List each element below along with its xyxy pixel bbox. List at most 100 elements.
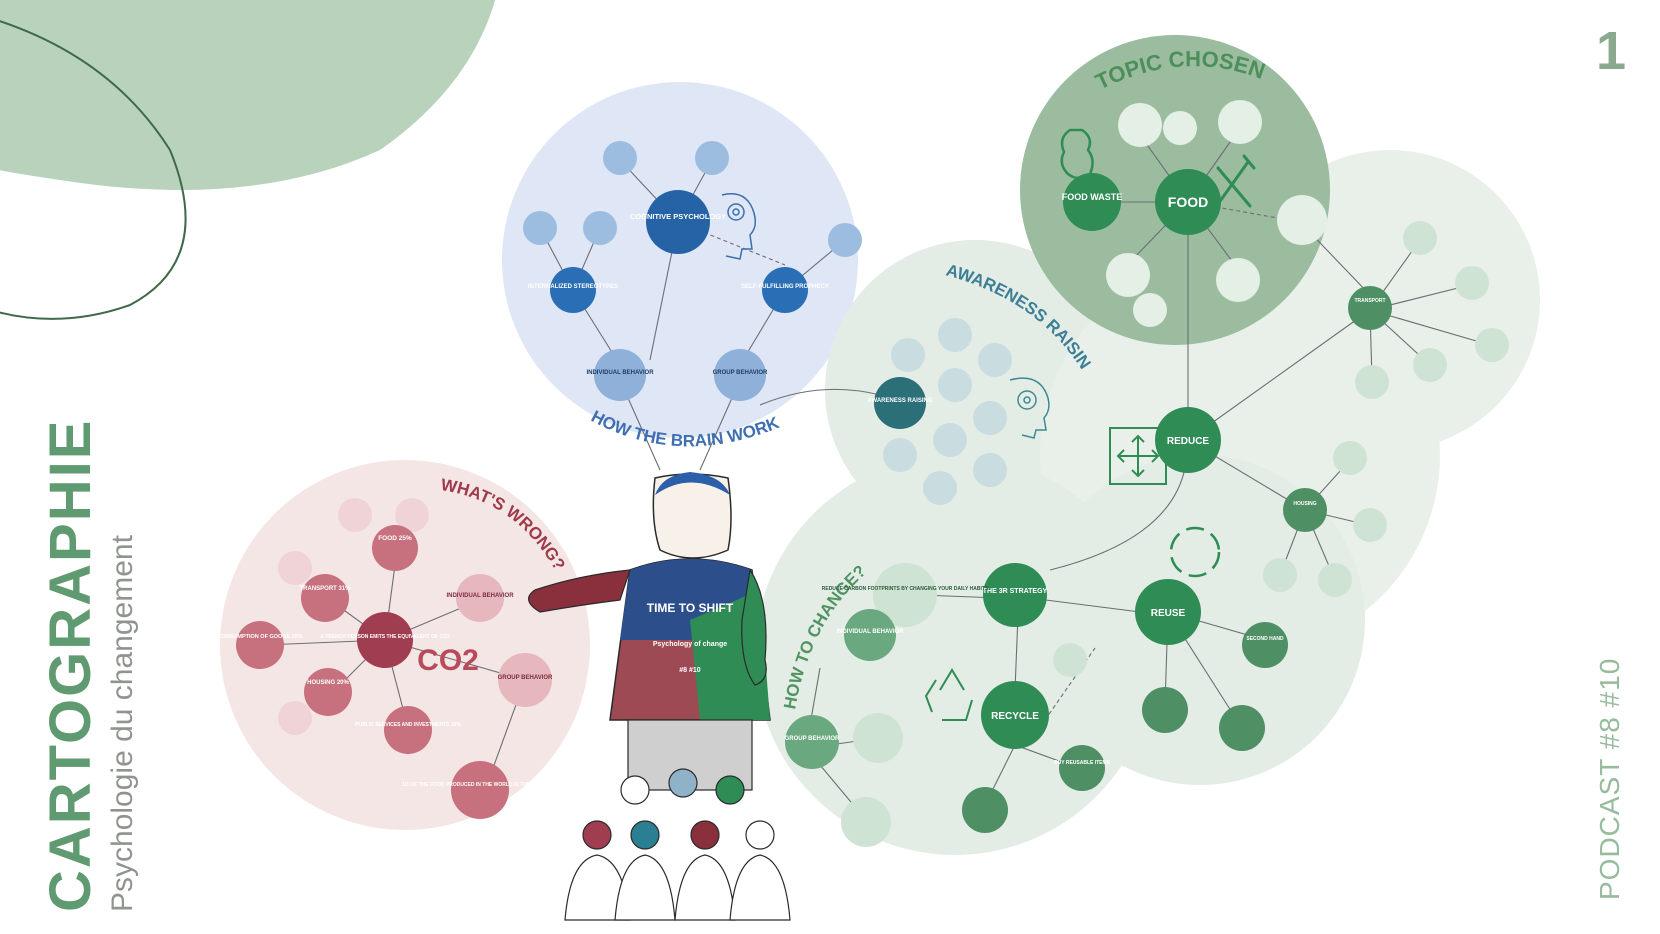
recycle-icon — [924, 668, 973, 721]
awareness-leaf-node — [933, 423, 967, 457]
brain-individual-behavior-node — [594, 349, 646, 401]
reuse-node — [1135, 579, 1201, 645]
cognitive-psychology-node — [646, 190, 710, 254]
reduce-label: REDUCE — [1167, 436, 1210, 447]
recycle-node — [981, 681, 1049, 749]
topic-leaf-node — [1218, 100, 1262, 144]
self-fulfilling-prophecy-label: SELF-FULFILLING PROPHECY — [741, 284, 829, 290]
decorative-blob — [0, 0, 496, 320]
wrong-individual-behavior-label: INDIVIDUAL BEHAVIOR — [446, 593, 514, 599]
strategy-leaf-node — [1355, 365, 1389, 399]
side-subtitle: Psychologie du changement — [106, 535, 139, 912]
brain-group-behavior-node — [714, 349, 766, 401]
housing-label: HOUSING — [1293, 501, 1316, 507]
wrong-individual-behavior-node — [456, 574, 504, 622]
awareness-nodes: AWARENESS RAISING — [867, 318, 1050, 505]
food-waste-label: FOOD WASTE — [1062, 192, 1123, 202]
brain-leaf-node — [603, 141, 637, 175]
recycle-label: RECYCLE — [991, 711, 1039, 722]
brain-leaf-node — [695, 141, 729, 175]
change-individual-behavior-node — [844, 609, 896, 661]
reuse-leaf-node — [1142, 687, 1188, 733]
co2-center-label: A FRENCH PERSON EMITS THE EQUIVALENT OF … — [320, 634, 450, 640]
strategy-leaf-node — [1263, 558, 1297, 592]
consumption-20-label: CONSUMPTION OF GOODS 20% — [218, 634, 303, 640]
brain-leaf-node — [523, 211, 557, 245]
strategy-leaf-node — [1353, 508, 1387, 542]
strategy-leaf-node — [1333, 441, 1367, 475]
brain-group-behavior-label: GROUP BEHAVIOR — [713, 370, 768, 376]
transport-node — [1348, 286, 1392, 330]
mascot-title: TIME TO SHIFT — [647, 601, 734, 615]
topic-leaf-node — [1106, 253, 1150, 297]
change-individual-behavior-label: INDIVIDUAL BEHAVIOR — [836, 629, 904, 635]
reuse-leaf-node — [1219, 705, 1265, 751]
recycle-leaf-node — [962, 787, 1008, 833]
podcast-label: PODCAST #8 #10 — [1594, 657, 1625, 900]
strategy-leaf-node — [1475, 328, 1509, 362]
buy-reusable-label: BUY REUSABLE ITEMS — [1054, 760, 1111, 766]
co2-label: CO2 — [417, 644, 479, 677]
self-fulfilling-prophecy-node — [762, 267, 808, 313]
wrong-group-behavior-label: GROUP BEHAVIOR — [498, 675, 553, 681]
awareness-raising-label: AWARENESS RAISING — [867, 398, 932, 404]
second-hand-node — [1242, 622, 1288, 668]
awareness-leaf-node — [973, 401, 1007, 435]
awareness-leaf-node — [883, 438, 917, 472]
strategy-3r-node — [983, 563, 1047, 627]
strategy-leaf-node — [1413, 348, 1447, 382]
housing-node — [1283, 488, 1327, 532]
brain-leaf-node — [828, 223, 862, 257]
strategy-leaf-node — [853, 713, 903, 763]
change-group-behavior-node — [785, 715, 839, 769]
wrong-leaf-node — [338, 498, 372, 532]
topic-leaf-node — [1277, 195, 1327, 245]
brain-bubble — [502, 82, 858, 438]
page-number: 1 — [1596, 21, 1627, 81]
food-waste-node — [1063, 173, 1121, 231]
transport-label: TRANSPORT — [1354, 298, 1385, 304]
food-thrown-away-node — [451, 761, 509, 819]
housing-20-label: HOUSING 20% — [307, 680, 349, 686]
brain-individual-behavior-label: INDIVIDUAL BEHAVIOR — [586, 370, 654, 376]
reuse-cycle-icon — [1169, 526, 1221, 578]
wrong-nodes: FOOD 25% TRANSPORT 31% CONSUMPTION OF GO… — [218, 498, 559, 819]
mascot-subtitle: Psychology of change — [653, 641, 727, 648]
change-group-behavior-label: GROUP BEHAVIOR — [785, 736, 840, 742]
topic-leaf-node — [1133, 293, 1167, 327]
brain-nodes: COGNITIVE PSYCHOLOGY INTERNALIZED STEREO… — [523, 141, 862, 401]
wrong-leaf-node — [278, 701, 312, 735]
strategy-nodes: TRANSPORT HOUSING REDUCE THE 3R STRATEGY… — [785, 221, 1509, 847]
apple-core-icon — [1060, 128, 1094, 180]
food-thrown-away-label: 1/3 OF THE FOOD PRODUCED IN THE WORLD IS… — [402, 782, 559, 788]
food-25-node — [372, 525, 418, 571]
internalized-stereotypes-node — [550, 267, 596, 313]
transport-31-label: TRANSPORT 31% — [299, 586, 351, 592]
internalized-stereotypes-label: INTERNALIZED STEREOTYPES — [528, 284, 618, 290]
wrong-leaf-node — [395, 498, 429, 532]
fork-knife-icon — [1216, 154, 1256, 208]
co2-center-node — [357, 612, 413, 668]
head-gear-icon — [721, 193, 757, 260]
topic-leaf-node — [1163, 111, 1197, 145]
strategy-leaf-node — [1318, 563, 1352, 597]
reduce-carbon-node — [873, 563, 937, 627]
cognitive-psychology-label: COGNITIVE PSYCHOLOGY — [630, 212, 726, 221]
public-services-10-label: PUBLIC SERVICES AND INVESTMENTS 10% — [355, 722, 461, 728]
topic-nodes: FOOD FOOD WASTE — [1060, 100, 1327, 327]
strategy-3r-label: THE 3R STRATEGY — [983, 588, 1048, 595]
awareness-leaf-node — [891, 338, 925, 372]
awareness-leaf-node — [973, 453, 1007, 487]
audience-group — [564, 768, 791, 921]
awareness-leaf-node — [923, 471, 957, 505]
reduce-node — [1155, 407, 1221, 473]
mind-target-icon — [1009, 377, 1050, 439]
awareness-leaf-node — [938, 318, 972, 352]
second-hand-label: SECOND HAND — [1246, 636, 1284, 642]
consumption-20-node — [236, 621, 284, 669]
food-node — [1155, 169, 1221, 235]
food-label: FOOD — [1168, 194, 1208, 210]
reuse-label: REUSE — [1151, 608, 1186, 619]
awareness-leaf-node — [938, 368, 972, 402]
